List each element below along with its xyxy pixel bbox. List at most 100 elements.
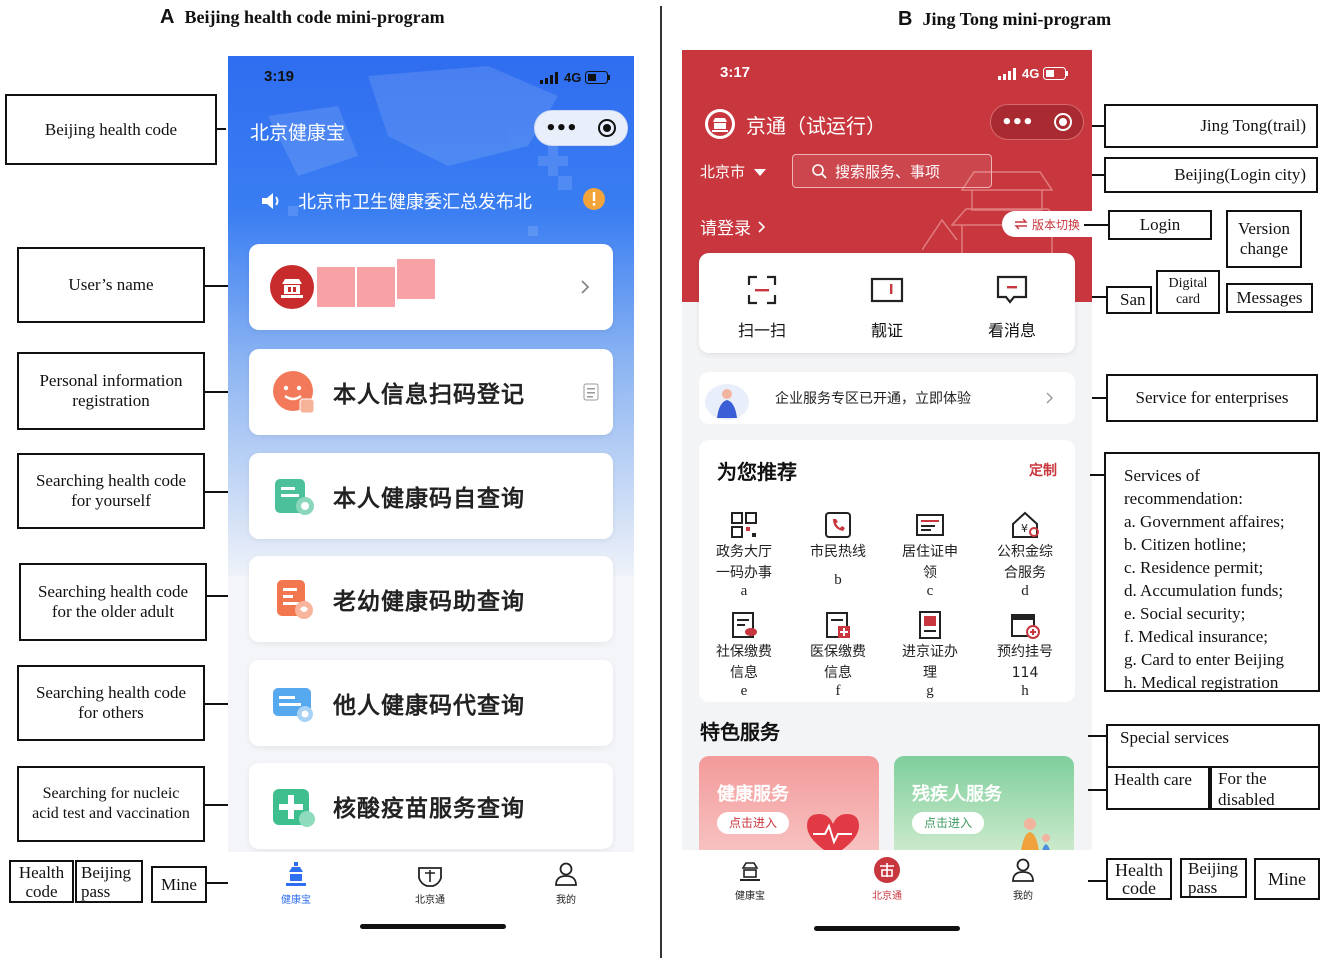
mini-program-capsule[interactable]: ••• (534, 110, 628, 146)
annotation-connector (1088, 789, 1106, 791)
signal-icon (998, 67, 1016, 80)
rec-government-affairs[interactable]: 政务大厅 一码办事 a (699, 510, 789, 599)
version-switch-button[interactable]: 版本切换 (1002, 211, 1092, 237)
user-card[interactable] (249, 244, 613, 330)
network-label: 4G (564, 70, 582, 85)
annotation-health-care: Health care (1106, 766, 1210, 810)
annotation-messages: Messages (1226, 283, 1313, 313)
tab-label: 北京通 (872, 891, 902, 902)
card-label: 本人健康码自查询 (333, 486, 525, 512)
panel-b-letter: B (898, 8, 913, 30)
tab-bar: 健康宝 北京通 我的 (228, 852, 634, 936)
enterprise-banner[interactable]: 企业服务专区已开通，立即体验 (699, 372, 1075, 424)
close-program-icon[interactable] (1053, 112, 1073, 132)
annotation-recommend-line: b. Citizen hotline; (1124, 535, 1247, 554)
user-icon (555, 862, 577, 886)
document-icon (583, 383, 599, 401)
tab-mine[interactable]: 我的 (536, 860, 596, 906)
annotation-recommend-line: c. Residence permit; (1124, 558, 1264, 577)
special-card-enter-button[interactable]: 点击进入 (912, 812, 985, 834)
health-code-assist-icon (271, 576, 317, 622)
login-link[interactable]: 请登录 (700, 214, 767, 239)
more-icon[interactable]: ••• (545, 117, 578, 139)
card-others-query[interactable]: 他人健康码代查询 (249, 660, 613, 746)
card-nucleic-vaccine-query[interactable]: 核酸疫苗服务查询 (249, 763, 613, 849)
annotation-connector (1088, 880, 1106, 882)
rec-letter: d (1021, 583, 1029, 599)
battery-icon (585, 71, 611, 84)
annotation-connector (205, 703, 228, 705)
rec-accumulation-fund[interactable]: ¥ 公积金综 合服务 d (980, 510, 1070, 599)
status-indicators: 4G (540, 70, 611, 85)
annotation-connector (207, 882, 228, 884)
rec-residence-permit[interactable]: 居住证申 领 c (885, 510, 975, 599)
annotation-connector (1092, 296, 1106, 298)
search-input[interactable]: 搜索服务、事项 (792, 154, 992, 188)
city-selector[interactable]: 北京市 (700, 161, 767, 182)
more-icon[interactable]: ••• (1001, 111, 1034, 133)
search-icon (812, 164, 827, 179)
rec-label: 市民热线 (810, 544, 866, 560)
annotation-tab-mine: Mine (151, 866, 207, 903)
tab-mine[interactable]: 我的 (993, 856, 1053, 902)
redacted-name-block (317, 267, 355, 307)
entry-permit-icon (915, 610, 945, 640)
special-card-enter-button[interactable]: 点击进入 (717, 812, 790, 834)
annotation-tab-beijing-pass: Beijing pass (75, 860, 143, 903)
svg-text:¥: ¥ (1021, 522, 1028, 535)
app-title: 北京健康宝 (250, 122, 346, 144)
annotation-recommend-line: g. Card to enter Beijing (1124, 650, 1285, 669)
annotation-connector (1090, 474, 1104, 476)
rec-letter: a (740, 583, 748, 599)
messages-action[interactable]: 看消息 (969, 275, 1055, 341)
enterprise-banner-text: 企业服务专区已开通，立即体验 (775, 391, 971, 407)
mini-program-capsule[interactable]: ••• (990, 104, 1084, 140)
switch-icon (1014, 218, 1028, 230)
special-card-health[interactable]: 健康服务 点击进入 (699, 756, 879, 866)
rec-enter-beijing-card[interactable]: 进京证办 理 g (885, 610, 975, 699)
redacted-name-block (397, 259, 435, 299)
card-elder-child-query[interactable]: 老幼健康码助查询 (249, 556, 613, 642)
caret-down-icon (754, 168, 767, 176)
close-program-icon[interactable] (597, 118, 617, 138)
annotation-connector (1088, 735, 1106, 737)
rec-label: 公积金综 合服务 (997, 544, 1053, 581)
enterprise-illustration-icon (705, 384, 749, 420)
annotation-for-disabled: For the disabled (1210, 766, 1320, 810)
chevron-right-icon (758, 220, 766, 233)
annotation-recommend-line: f. Medical insurance; (1124, 627, 1268, 646)
panel-divider (660, 6, 662, 958)
warning-icon[interactable] (582, 187, 606, 211)
tab-health-code[interactable]: 健康宝 (266, 860, 326, 906)
rec-medical-insurance[interactable]: 医保缴费 信息 f (793, 610, 883, 699)
home-indicator[interactable] (360, 924, 506, 929)
signal-icon (540, 71, 558, 84)
digital-card-action[interactable]: 靓证 (844, 275, 930, 341)
card-self-registration[interactable]: 本人信息扫码登记 (249, 349, 613, 435)
health-code-tab-icon (286, 862, 306, 886)
notice-bar[interactable]: 北京市卫生健康委汇总发布北 (260, 188, 532, 214)
rec-citizen-hotline[interactable]: 市民热线 b (793, 510, 883, 588)
annotation-scan: San (1106, 286, 1152, 314)
scan-action[interactable]: 扫一扫 (719, 275, 805, 341)
beijing-pass-tab-icon (418, 867, 442, 887)
customize-button[interactable]: 定制 (1029, 463, 1057, 479)
home-indicator[interactable] (814, 926, 960, 931)
tab-beijing-pass[interactable]: 北京通 (400, 860, 460, 906)
health-code-tab-icon (740, 862, 760, 881)
city-label: 北京市 (700, 163, 746, 181)
rec-label: 医保缴费 信息 (810, 644, 866, 681)
rec-social-security[interactable]: 社保缴费 信息 e (699, 610, 789, 699)
house-yuan-icon: ¥ (1010, 510, 1040, 540)
rec-medical-registration[interactable]: 预约挂号 114 h (980, 610, 1070, 699)
phone-icon (823, 510, 853, 540)
login-label: 请登录 (700, 219, 751, 239)
tab-health-code[interactable]: 健康宝 (720, 856, 780, 902)
status-time: 3:17 (720, 64, 751, 81)
chevron-right-icon (1046, 392, 1053, 404)
card-self-query[interactable]: 本人健康码自查询 (249, 453, 613, 539)
tab-beijing-pass[interactable]: 北京通 (857, 856, 917, 902)
medical-insurance-icon (823, 610, 853, 640)
annotation-connector (217, 128, 226, 130)
special-services-title: 特色服务 (700, 720, 780, 744)
